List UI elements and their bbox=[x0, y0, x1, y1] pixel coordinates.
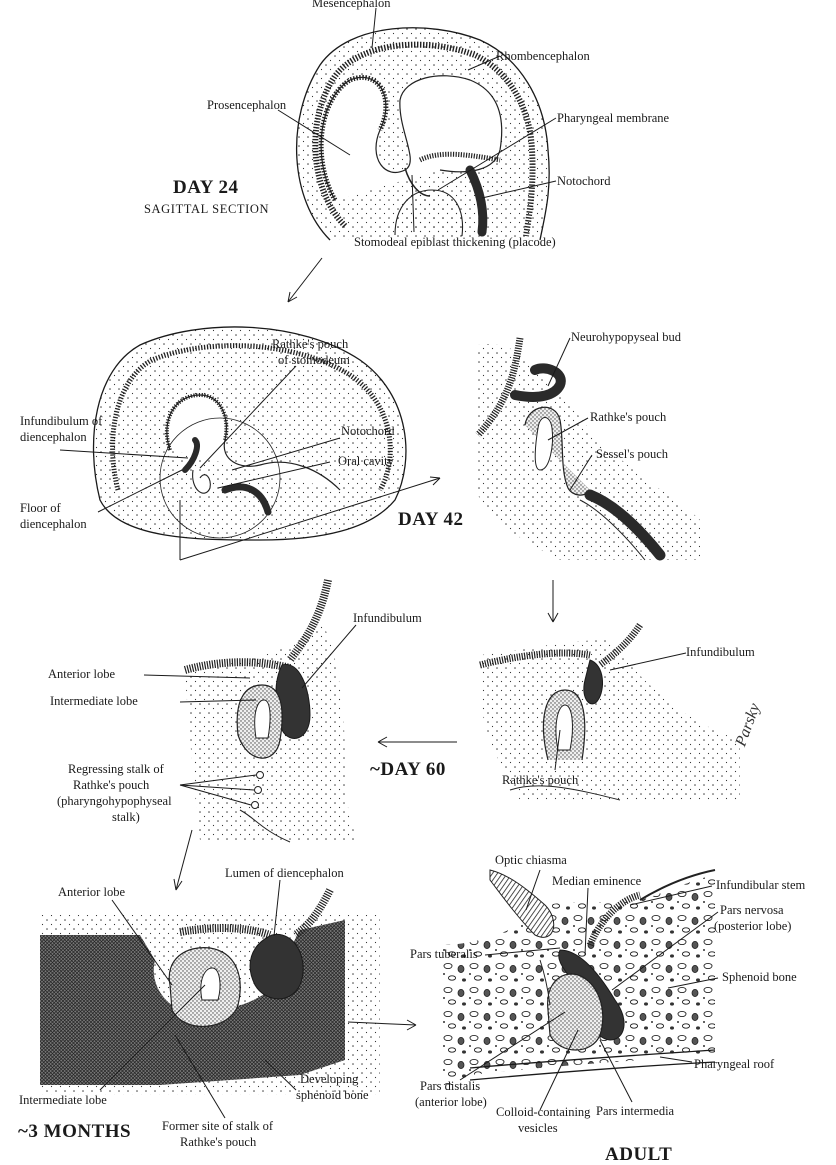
label-median-eminence: Median eminence bbox=[552, 874, 642, 888]
label-infundibulum-diencephalon: diencephalon bbox=[20, 430, 87, 444]
stage-title-day60: ~DAY 60 bbox=[370, 759, 446, 780]
label-anterior-lobe-3m: Anterior lobe bbox=[58, 885, 125, 899]
label-notochord-day42: Notochord bbox=[341, 424, 395, 438]
adult-diagram bbox=[440, 870, 715, 1085]
label-colloid-2: vesicles bbox=[518, 1121, 558, 1135]
label-mesencephalon: Mesencephalon bbox=[312, 0, 391, 10]
stage-title-3months: ~3 MONTHS bbox=[18, 1121, 131, 1142]
label-oral-cavity: Oral cavity bbox=[338, 454, 395, 468]
label-notochord-day24: Notochord bbox=[557, 174, 611, 188]
label-pars-nervosa-1: Pars nervosa bbox=[720, 903, 784, 917]
label-infundibular-stem: Infundibular stem bbox=[716, 878, 805, 892]
label-regressing-4: stalk) bbox=[112, 810, 140, 824]
label-intermediate-lobe-day60: Intermediate lobe bbox=[50, 694, 138, 708]
label-pars-tuberalis: Pars tuberalis bbox=[410, 947, 478, 961]
label-developing: Developing bbox=[300, 1072, 359, 1086]
label-regressing-3: (pharyngohypophyseal bbox=[57, 794, 172, 808]
label-lumen-diencephalon: Lumen of diencephalon bbox=[225, 866, 344, 880]
artist-signature: Parsky bbox=[732, 700, 764, 749]
label-pars-distalis-2: (anterior lobe) bbox=[415, 1095, 487, 1109]
label-former-site-1: Former site of stalk of bbox=[162, 1119, 274, 1133]
label-regressing-1: Regressing stalk of bbox=[68, 762, 165, 776]
label-pars-nervosa-2: (posterior lobe) bbox=[714, 919, 791, 933]
label-rathkes-pouch-day42: Rathke's pouch bbox=[590, 410, 667, 424]
label-pharyngeal-roof: Pharyngeal roof bbox=[694, 1057, 775, 1071]
label-intermediate-lobe-3m: Intermediate lobe bbox=[19, 1093, 107, 1107]
label-sessels-pouch: Sessel's pouch bbox=[596, 447, 669, 461]
label-infundibulum-right: Infundibulum bbox=[686, 645, 755, 659]
arrow-left-day60 bbox=[378, 737, 457, 747]
day60-diagram bbox=[185, 580, 360, 842]
label-anterior-lobe-day60: Anterior lobe bbox=[48, 667, 115, 681]
label-rathkes-pouch-of: Rathke's pouch bbox=[272, 337, 349, 351]
label-rathkes-pouch-day60: Rathke's pouch bbox=[502, 773, 579, 787]
label-of-stomodeum: of stomodeum bbox=[278, 353, 350, 367]
arrow-to-day42 bbox=[288, 258, 322, 302]
label-neurohypophyseal-bud: Neurohypopyseal bud bbox=[571, 330, 682, 344]
arrow-down-left bbox=[174, 830, 192, 890]
stage-title-adult: ADULT bbox=[605, 1144, 672, 1165]
label-rhombencephalon: Rhombencephalon bbox=[496, 49, 590, 63]
label-floor-of: Floor of bbox=[20, 501, 61, 515]
label-sphenoid-bone-3m: sphenoid bone bbox=[296, 1088, 369, 1102]
label-infundibulum-left: Infundibulum bbox=[353, 611, 422, 625]
label-placode: Stomodeal epiblast thickening (placode) bbox=[354, 235, 556, 249]
label-former-site-2: Rathke's pouch bbox=[180, 1135, 257, 1149]
label-sphenoid-bone-adult: Sphenoid bone bbox=[722, 970, 797, 984]
label-infundibulum-of: Infundibulum of bbox=[20, 414, 103, 428]
label-pars-distalis-1: Pars distalis bbox=[420, 1079, 480, 1093]
arrow-down-right bbox=[548, 580, 558, 622]
stage-subtitle-day24: SAGITTAL SECTION bbox=[144, 202, 269, 216]
label-regressing-2: Rathke's pouch bbox=[73, 778, 150, 792]
label-pars-intermedia: Pars intermedia bbox=[596, 1104, 675, 1118]
label-colloid-1: Colloid-containing bbox=[496, 1105, 591, 1119]
label-prosencephalon: Prosencephalon bbox=[207, 98, 287, 112]
stage-title-day42: DAY 42 bbox=[398, 509, 463, 530]
label-floor-diencephalon: diencephalon bbox=[20, 517, 87, 531]
label-pharyngeal-membrane: Pharyngeal membrane bbox=[557, 111, 670, 125]
stage-title-day24: DAY 24 bbox=[173, 177, 238, 198]
months3-diagram bbox=[40, 890, 380, 1095]
label-optic-chiasma: Optic chiasma bbox=[495, 853, 567, 867]
